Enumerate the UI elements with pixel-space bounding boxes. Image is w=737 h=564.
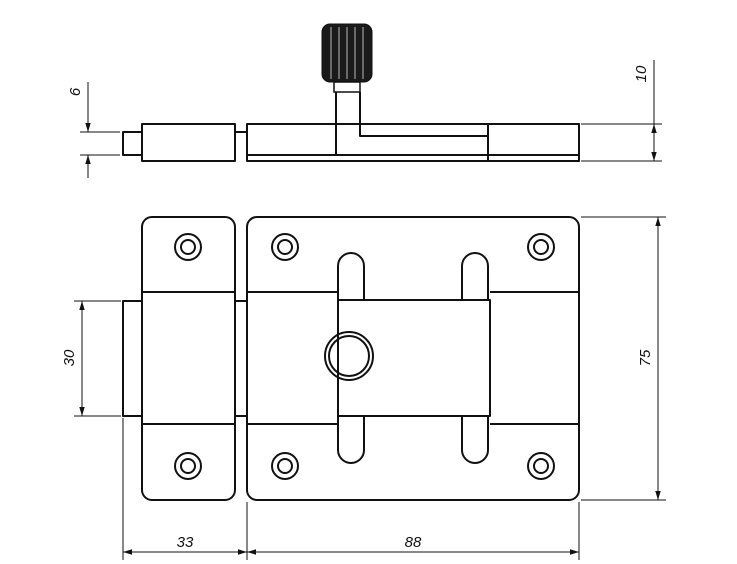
knob-front-icon — [324, 331, 374, 381]
screw-hole-icon — [174, 233, 202, 261]
screw-hole-icon — [271, 233, 299, 261]
dim-label-bolt-width: 30 — [61, 349, 78, 366]
dim-label-keeper-length: 33 — [177, 534, 194, 551]
side-view — [122, 23, 580, 162]
screw-hole-icon — [271, 452, 299, 480]
screw-hole-icon — [527, 452, 555, 480]
dim-label-bolt-tip-height: 6 — [67, 87, 84, 96]
dim-label-side-height: 10 — [633, 65, 650, 82]
screw-hole-icon — [527, 233, 555, 261]
screw-hole-icon — [174, 452, 202, 480]
dimension-lines — [74, 60, 666, 560]
dim-label-total-height: 75 — [637, 349, 654, 366]
dim-label-body-length: 88 — [405, 534, 422, 551]
knob-icon — [321, 23, 373, 93]
front-view — [122, 216, 580, 501]
